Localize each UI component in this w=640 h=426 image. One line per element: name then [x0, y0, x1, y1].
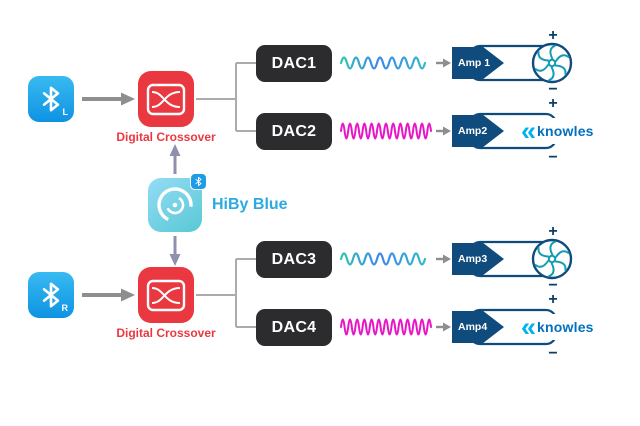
plus-terminal: + — [548, 291, 558, 308]
amp-label: Amp3 — [458, 253, 488, 265]
digital-crossover-box — [138, 71, 194, 127]
left-channel: L Digital Crossover DAC1 DAC2 Amp 1 Amp2… — [0, 0, 640, 196]
hub-arrows — [169, 144, 181, 266]
hub-label: HiBy Blue — [212, 196, 288, 213]
bluetooth-input-right: R — [28, 272, 74, 318]
digital-crossover-box — [138, 267, 194, 323]
arrowhead-icon — [121, 288, 135, 302]
amp-label: Amp 1 — [458, 57, 491, 69]
hiby-blue-app-icon — [148, 173, 207, 232]
bluetooth-input-left: L — [28, 76, 74, 122]
arrowhead-icon — [443, 254, 451, 264]
dac-box: DAC2 — [256, 113, 332, 150]
crossover-to-dac-wires — [196, 258, 256, 328]
knowles-wordmark: knowles — [537, 123, 594, 139]
channel-letter: L — [62, 107, 69, 117]
bluetooth-badge — [190, 173, 207, 190]
channel-letter: R — [61, 303, 69, 313]
amp-label: Amp2 — [458, 125, 488, 137]
dac-box: DAC1 — [256, 45, 332, 82]
crossover-label: Digital Crossover — [116, 130, 216, 144]
dac-box: DAC4 — [256, 309, 332, 346]
amp-box: Amp3 — [452, 243, 504, 275]
amp-box: Amp 1 — [452, 47, 504, 79]
amp-label: Amp4 — [458, 321, 488, 333]
crossover-filter-icon — [146, 83, 186, 116]
knowles-logo: « knowles — [518, 312, 597, 342]
crossover-label: Digital Crossover — [116, 326, 216, 340]
amp-box: Amp4 — [452, 311, 504, 343]
knowles-logo: « knowles — [518, 116, 597, 146]
arrowhead-icon — [169, 254, 181, 266]
minus-terminal: − — [548, 81, 558, 98]
arrowhead-icon — [443, 322, 451, 332]
plus-terminal: + — [548, 27, 558, 44]
right-channel: R Digital Crossover DAC3 DAC4 Amp3 Amp4 … — [0, 196, 640, 392]
arrowhead-icon — [443, 126, 451, 136]
arrowhead-icon — [443, 58, 451, 68]
arrowhead-icon — [169, 144, 181, 156]
arrowhead-icon — [121, 92, 135, 106]
knowles-chevrons-icon: « — [521, 116, 536, 146]
minus-terminal: − — [548, 277, 558, 294]
minus-terminal: − — [548, 345, 558, 362]
minus-terminal: − — [548, 149, 558, 166]
dac-box: DAC3 — [256, 241, 332, 278]
hiby-swirl-icon — [157, 187, 193, 223]
amp-box: Amp2 — [452, 115, 504, 147]
bluetooth-icon — [36, 84, 66, 114]
knowles-wordmark: knowles — [537, 319, 594, 335]
plus-terminal: + — [548, 223, 558, 240]
knowles-chevrons-icon: « — [521, 312, 536, 342]
crossover-filter-icon — [146, 279, 186, 312]
bluetooth-icon — [193, 176, 204, 187]
plus-terminal: + — [548, 95, 558, 112]
crossover-to-dac-wires — [196, 62, 256, 132]
